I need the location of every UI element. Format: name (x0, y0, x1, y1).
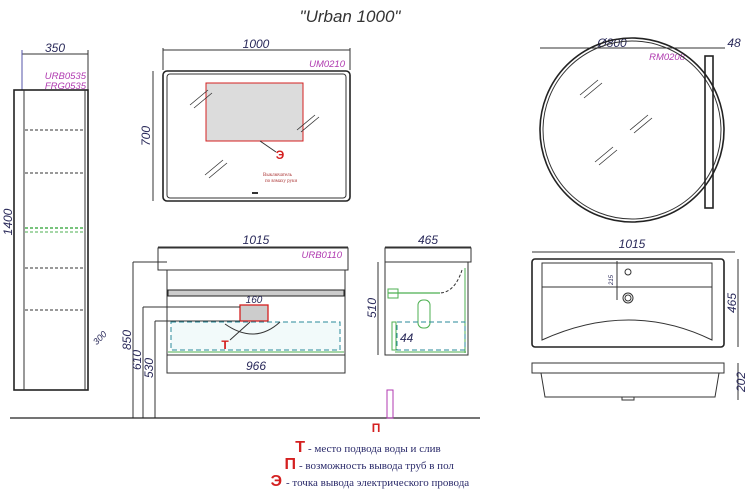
mirror-code: UM0210 (309, 59, 346, 70)
side-height: 510 (365, 298, 379, 318)
round-mirror: Ø800 48 RM0208 (539, 36, 741, 223)
basin-height: 202 (734, 372, 748, 393)
height-530: 530 (142, 358, 156, 378)
column-cabinet: 350 URB0535 FRG0535 1400 300 (1, 41, 109, 391)
vanity-front: 1015 URB0110 160 Т 966 850 610 530 (120, 233, 349, 418)
round-mirror-code: RM0208 (649, 52, 686, 63)
mirror-note-1: Выключатель (263, 173, 293, 178)
inner-width: 966 (246, 359, 266, 373)
column-width: 350 (45, 41, 65, 55)
legend-text-floor: - возможность вывода труб в пол (299, 460, 454, 472)
basin-depth: 465 (725, 293, 739, 313)
legend-text-electric: - точка вывода электрического провода (286, 477, 469, 489)
mirror-note-2: по взмаху руки (265, 179, 297, 184)
legend-mark-electric: Э (271, 473, 282, 490)
height-610: 610 (130, 350, 144, 370)
legend-mark-floor: П (285, 456, 297, 473)
legend-text-water: - место подвода воды и слив (308, 443, 441, 455)
legend-mark-water: Т (295, 439, 305, 456)
column-code-2: FRG0535 (45, 81, 87, 92)
rect-mirror: 1000 UM0210 700 Э Выключатель по взмаху … (139, 37, 351, 202)
box-width: 160 (246, 295, 263, 306)
mirror-width: 1000 (243, 37, 270, 51)
basin: 1015 215 465 202 (531, 237, 748, 401)
mirror-height: 700 (139, 126, 153, 146)
round-mirror-depth: 48 (727, 36, 741, 50)
legend: Т - место подвода воды и слив П - возмож… (271, 439, 470, 490)
side-offset: 44 (400, 331, 414, 345)
drawing-title: "Urban 1000" (300, 7, 402, 26)
column-depth: 300 (91, 329, 109, 347)
water-marker: Т (221, 338, 229, 352)
column-code-1: URB0535 (45, 71, 87, 82)
height-850: 850 (120, 330, 134, 350)
vanity-side: 465 510 44 (365, 233, 472, 356)
column-height: 1400 (1, 208, 15, 235)
mirror-marker: Э (276, 148, 285, 162)
floor-pipe (386, 389, 394, 419)
vanity-width: 1015 (243, 233, 270, 247)
basin-small-dim: 215 (609, 274, 615, 286)
vanity-code: URB0110 (302, 250, 343, 261)
floor-marker: П (372, 421, 381, 435)
basin-width: 1015 (619, 237, 646, 251)
side-depth: 465 (418, 233, 438, 247)
